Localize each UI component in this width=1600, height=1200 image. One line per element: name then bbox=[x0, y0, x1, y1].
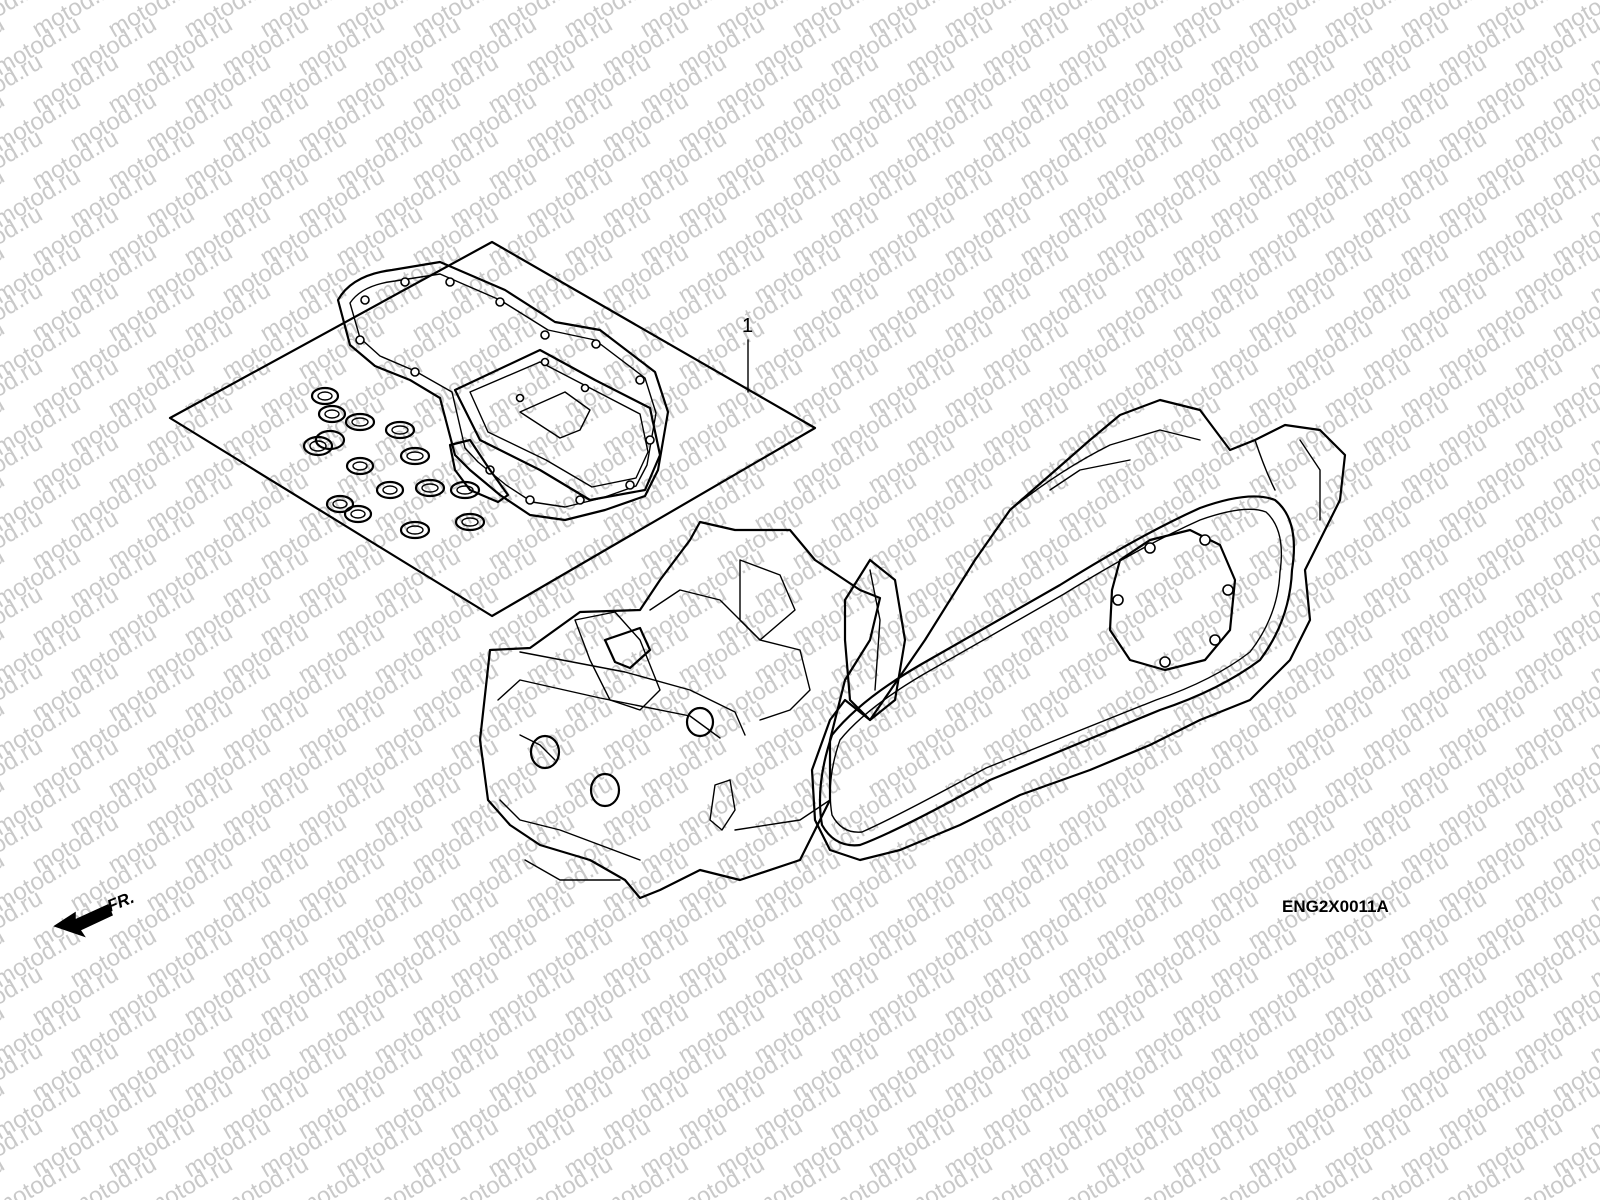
diagram-code: ENG2X0011A bbox=[1282, 897, 1389, 916]
callout-label: 1 bbox=[742, 315, 753, 337]
